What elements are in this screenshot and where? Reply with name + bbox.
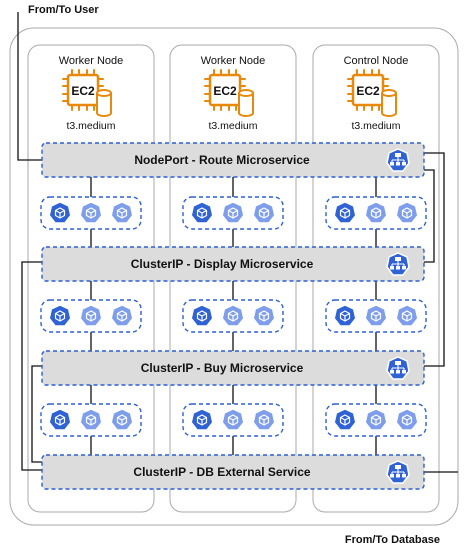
ec2-label: EC2	[213, 84, 237, 98]
service-network-icon	[386, 148, 410, 172]
service-bar	[41, 454, 425, 490]
node-title: Worker Node	[201, 55, 266, 67]
storage-cylinder-icon	[381, 89, 397, 117]
ec2-label: EC2	[356, 84, 380, 98]
service-network-icon	[386, 460, 410, 484]
storage-cylinder-icon	[96, 89, 112, 117]
instance-type: t3.medium	[351, 120, 400, 132]
connector-line	[424, 152, 445, 367]
service-bar	[41, 142, 425, 178]
service-label: ClusterIP - DB External Service	[133, 465, 311, 479]
service-label: NodePort - Route Microservice	[134, 153, 310, 167]
connector-line	[424, 169, 435, 263]
service-network-icon	[386, 356, 410, 380]
instance-type: t3.medium	[66, 120, 115, 132]
node-title: Control Node	[344, 55, 409, 67]
service-bar	[41, 246, 425, 282]
node-title: Worker Node	[59, 55, 124, 67]
connector-line	[21, 261, 42, 471]
instance-type: t3.medium	[208, 120, 257, 132]
from-to-database-label: From/To Database	[344, 534, 440, 546]
connector-line	[17, 12, 42, 161]
service-network-icon	[386, 252, 410, 276]
ec2-label: EC2	[71, 84, 95, 98]
service-bar	[41, 350, 425, 386]
service-label: ClusterIP - Buy Microservice	[141, 361, 304, 375]
storage-cylinder-icon	[238, 89, 254, 117]
service-label: ClusterIP - Display Microservice	[131, 257, 314, 271]
cluster-boundary	[9, 27, 459, 526]
from-to-user-label: From/To User	[28, 4, 99, 16]
connector-line	[31, 365, 42, 463]
